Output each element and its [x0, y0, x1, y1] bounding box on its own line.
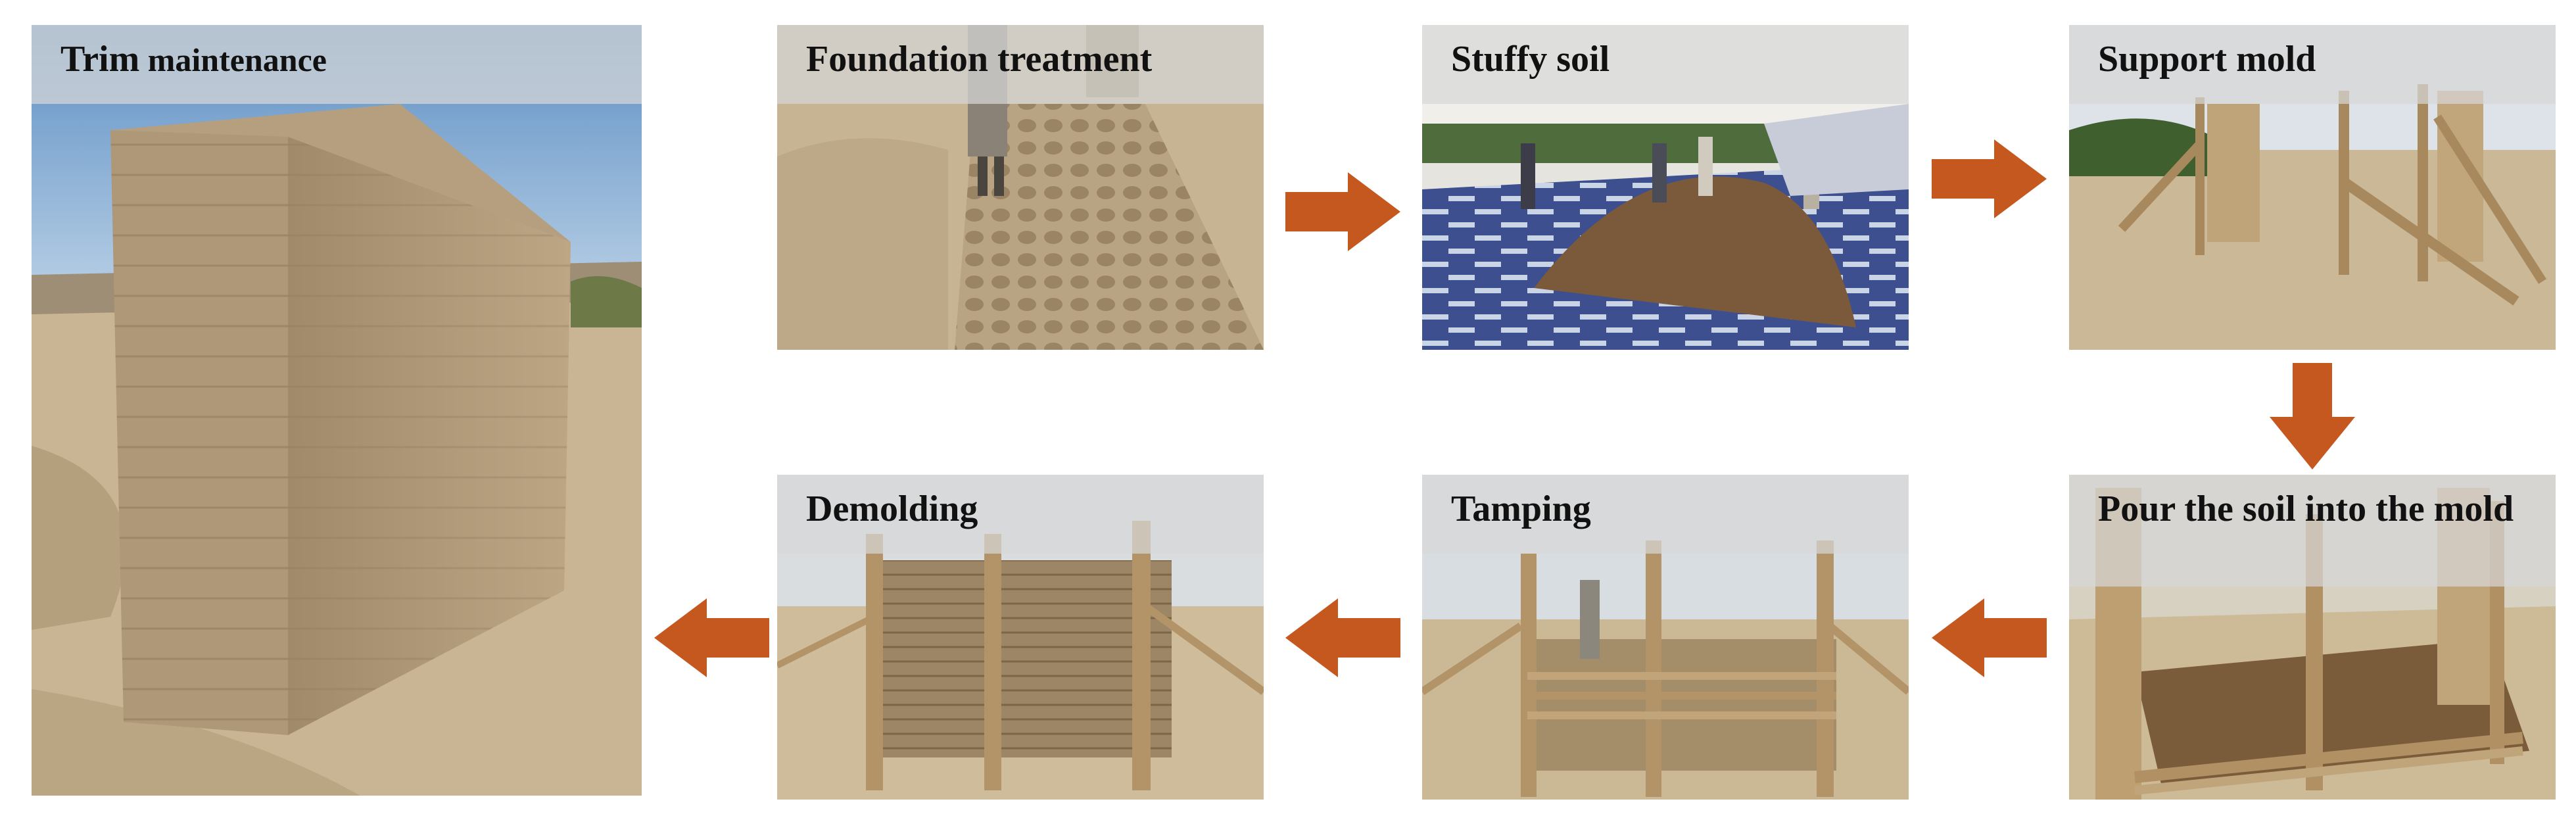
- panel-demolding: Demolding: [777, 475, 1264, 800]
- label-band: [1422, 25, 1909, 104]
- label-band: [777, 25, 1264, 104]
- label-band: [2069, 25, 2556, 104]
- arrow-stuffy-to-support: [1932, 139, 2047, 218]
- block-arrow-icon: [1932, 139, 2047, 218]
- panel-support-mold: Support mold: [2069, 25, 2556, 350]
- arrow-tamping-to-demolding: [1285, 598, 1400, 677]
- arrow-support-to-pour: [2270, 363, 2355, 469]
- label-band: [32, 25, 642, 104]
- step-label-tamping: Tamping: [1451, 489, 1591, 529]
- label-band: [2069, 475, 2556, 587]
- step-label-demolding: Demolding: [806, 489, 978, 529]
- panel-trim-maintenance: Trim maintenance: [32, 25, 642, 796]
- panel-tamping: Tamping: [1422, 475, 1909, 800]
- step-label-foundation: Foundation treatment: [806, 39, 1153, 80]
- photo-rammed-earth-wall: [32, 25, 642, 796]
- step-label-pour-soil: Pour the soil into the mold: [2098, 489, 2514, 529]
- arrow-demolding-to-trim: [654, 598, 769, 677]
- block-arrow-icon: [1932, 598, 2047, 677]
- label-band: [1422, 475, 1909, 554]
- panel-pour-soil: Pour the soil into the mold: [2069, 475, 2556, 800]
- photo-demolding: [777, 475, 1264, 800]
- block-arrow-icon: [1285, 598, 1400, 677]
- arrow-pour-to-tamping: [1932, 598, 2047, 677]
- step-label-support-mold: Support mold: [2098, 39, 2316, 80]
- step-label-stuffy-soil: Stuffy soil: [1451, 39, 1610, 80]
- arrow-foundation-to-stuffy: [1285, 172, 1400, 251]
- panel-stuffy-soil: Stuffy soil: [1422, 25, 1909, 350]
- panel-foundation-treatment: Foundation treatment: [777, 25, 1264, 350]
- step-label-trim: Trim maintenance: [60, 39, 327, 80]
- block-arrow-icon: [654, 598, 769, 677]
- block-arrow-icon: [1285, 172, 1400, 251]
- block-arrow-icon: [2270, 363, 2355, 469]
- label-band: [777, 475, 1264, 554]
